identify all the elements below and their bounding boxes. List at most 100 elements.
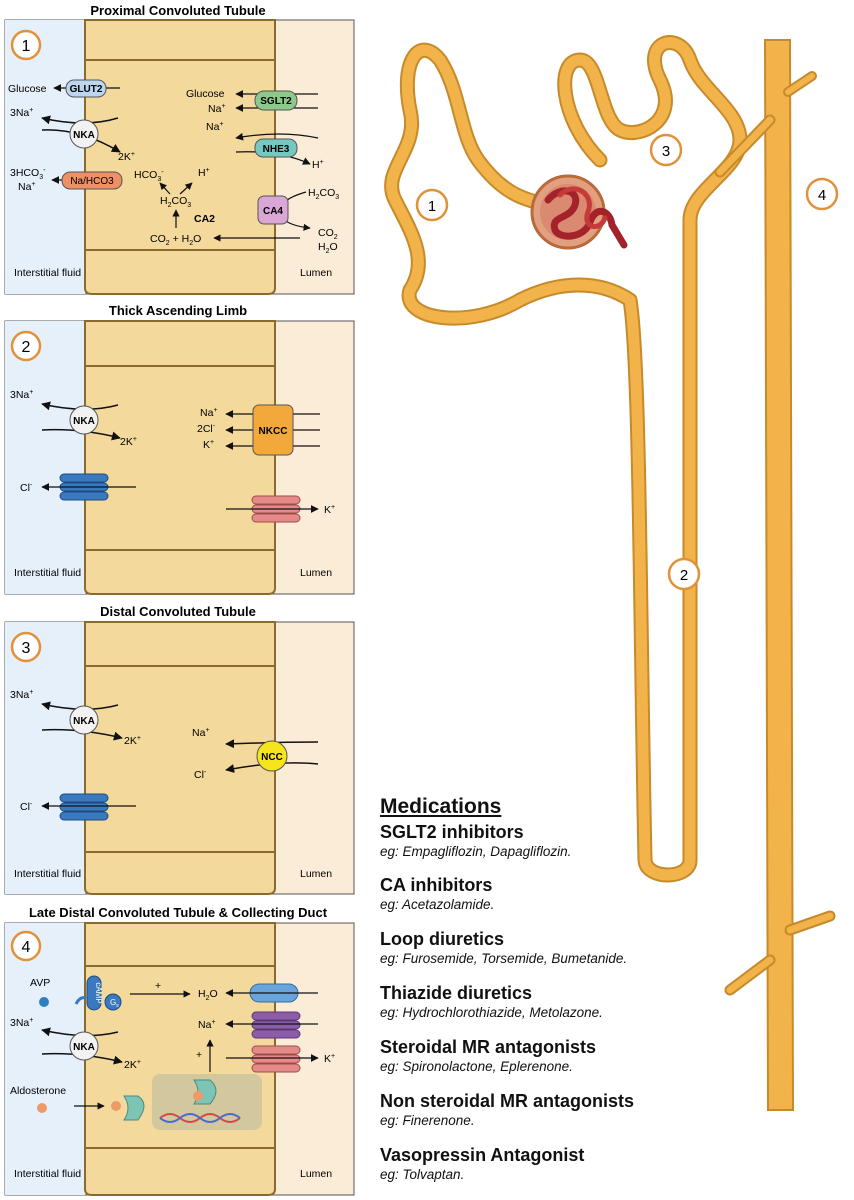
sodium-label: Na+ (18, 181, 36, 193)
medications-heading: Medications (380, 795, 502, 818)
chloride-channel (59, 802, 109, 812)
panel-title: Thick Ascending Limb (109, 303, 247, 318)
glucose-label: Glucose (186, 88, 225, 100)
medication-name: Loop diuretics (380, 929, 505, 949)
tubule-fill (386, 37, 746, 881)
potassium-channel (251, 495, 301, 505)
potassium-channel (251, 1063, 301, 1073)
panel-number-badge (10, 330, 42, 362)
ncc-transporter (256, 740, 288, 772)
medication-example: eg: Tolvaptan. (380, 1167, 465, 1182)
interstitial-fluid-label: Interstitial fluid (14, 868, 81, 880)
medication-item: Thiazide diuretics eg: Hydrochlorothiazi… (380, 982, 840, 1021)
glut2-label: GLUT2 (70, 84, 103, 95)
chloride-label: Cl- (20, 482, 33, 494)
sglt2-transporter (254, 90, 298, 111)
nka-pump (69, 405, 99, 435)
glut2-transporter (65, 79, 107, 98)
panel-number: 4 (22, 939, 31, 956)
epithelial-cell (84, 320, 276, 595)
sodium-label: Na+ (208, 103, 226, 115)
medication-example: eg: Furosemide, Torsemide, Bumetanide. (380, 951, 628, 966)
segment-badge-4 (805, 177, 839, 211)
chloride-label: Cl- (20, 801, 33, 813)
nahco3-label: Na/HCO3 (70, 176, 114, 187)
ca4-label: CA4 (263, 206, 283, 217)
duct-branch (716, 116, 774, 176)
panel-number: 3 (22, 640, 31, 657)
sglt2-label: SGLT2 (260, 96, 292, 107)
panel-number: 2 (22, 339, 31, 356)
co2-label: CO2 (318, 227, 338, 241)
panel-number-badge (10, 930, 42, 962)
segment-number: 2 (680, 567, 688, 584)
carbonic-acid-label: H2CO3 (160, 195, 191, 209)
mineralocorticoid-receptor (123, 1095, 145, 1121)
nahco3-transporter (61, 171, 123, 190)
interstitial-fluid-label: Interstitial fluid (14, 567, 81, 579)
panel-title: Proximal Convoluted Tubule (90, 3, 265, 18)
panel-1-proximal-convoluted-tubule: Proximal Convoluted Tubule 1 GLUT2 Gluco… (4, 3, 355, 295)
duct-branch (785, 73, 815, 95)
enac-channel (251, 1011, 301, 1021)
bicarbonate-label: 3HCO3- (10, 167, 46, 181)
nka-label: NKA (73, 416, 95, 427)
medication-name: SGLT2 inhibitors (380, 822, 524, 842)
potassium-label: 2K+ (120, 436, 137, 448)
avp-label: AVP (30, 977, 50, 989)
medication-example: eg: Acetazolamide. (380, 897, 495, 912)
arrow (235, 132, 319, 141)
sodium-label: Na+ (206, 121, 224, 133)
dna-strand (159, 1113, 241, 1123)
arrow (179, 182, 193, 195)
camp-label: cAMP (94, 982, 103, 1003)
chloride-label: 2Cl- (197, 423, 216, 435)
nka-label: NKA (73, 130, 95, 141)
lumen-label: Lumen (300, 567, 332, 579)
aldosterone-molecule (193, 1091, 203, 1101)
chloride-channel (59, 811, 109, 821)
interstitial-area (5, 321, 85, 594)
potassium-label: 2K+ (124, 1059, 141, 1071)
panel-title: Distal Convoluted Tubule (100, 604, 256, 619)
interstitial-fluid-label: Interstitial fluid (14, 1168, 81, 1180)
lumen-label: Lumen (300, 1168, 332, 1180)
nephron-illustration: 1 2 3 4 (384, 35, 839, 1111)
medication-item: SGLT2 inhibitors eg: Empagliflozin, Dapa… (380, 821, 840, 860)
plus-label: + (155, 980, 161, 992)
interstitial-area (5, 923, 85, 1195)
medication-example: eg: Spironolactone, Eplerenone. (380, 1059, 573, 1074)
medication-item: Non steroidal MR antagonists eg: Fineren… (380, 1090, 840, 1129)
receptor-arm (74, 996, 87, 1005)
medication-name: Thiazide diuretics (380, 983, 533, 1003)
potassium-label: K+ (324, 504, 335, 516)
interstitial-area (5, 20, 85, 294)
segment-badge-1 (415, 188, 449, 222)
interstitial-area (5, 622, 85, 894)
glomerulus (544, 187, 628, 249)
nka-pump (69, 119, 99, 149)
potassium-label: K+ (203, 439, 214, 451)
medication-item: Vasopressin Antagonist eg: Tolvaptan. (380, 1144, 840, 1183)
potassium-channel (251, 1045, 301, 1055)
segment-badge-3 (649, 133, 683, 167)
plus-label: + (196, 1049, 202, 1061)
sodium-label: 3Na+ (10, 107, 33, 119)
lumen-label: Lumen (300, 267, 332, 279)
sodium-label: 3Na+ (10, 689, 33, 701)
co2-water-label: CO2 + H2O (150, 233, 201, 247)
potassium-label: 2K+ (124, 735, 141, 747)
aldosterone-label: Aldosterone (10, 1085, 66, 1097)
potassium-label: K+ (324, 1053, 335, 1065)
interstitial-fluid-label: Interstitial fluid (14, 267, 81, 279)
ca4-enzyme (257, 195, 289, 225)
sodium-label: Na+ (192, 727, 210, 739)
glucose-label: Glucose (8, 83, 47, 95)
duct-branch (786, 912, 834, 934)
ncc-label: NCC (261, 752, 283, 763)
segment-number: 4 (818, 187, 826, 204)
water-label: H2O (318, 241, 338, 255)
sodium-label: 3Na+ (10, 389, 33, 401)
epithelial-cell (84, 621, 276, 895)
